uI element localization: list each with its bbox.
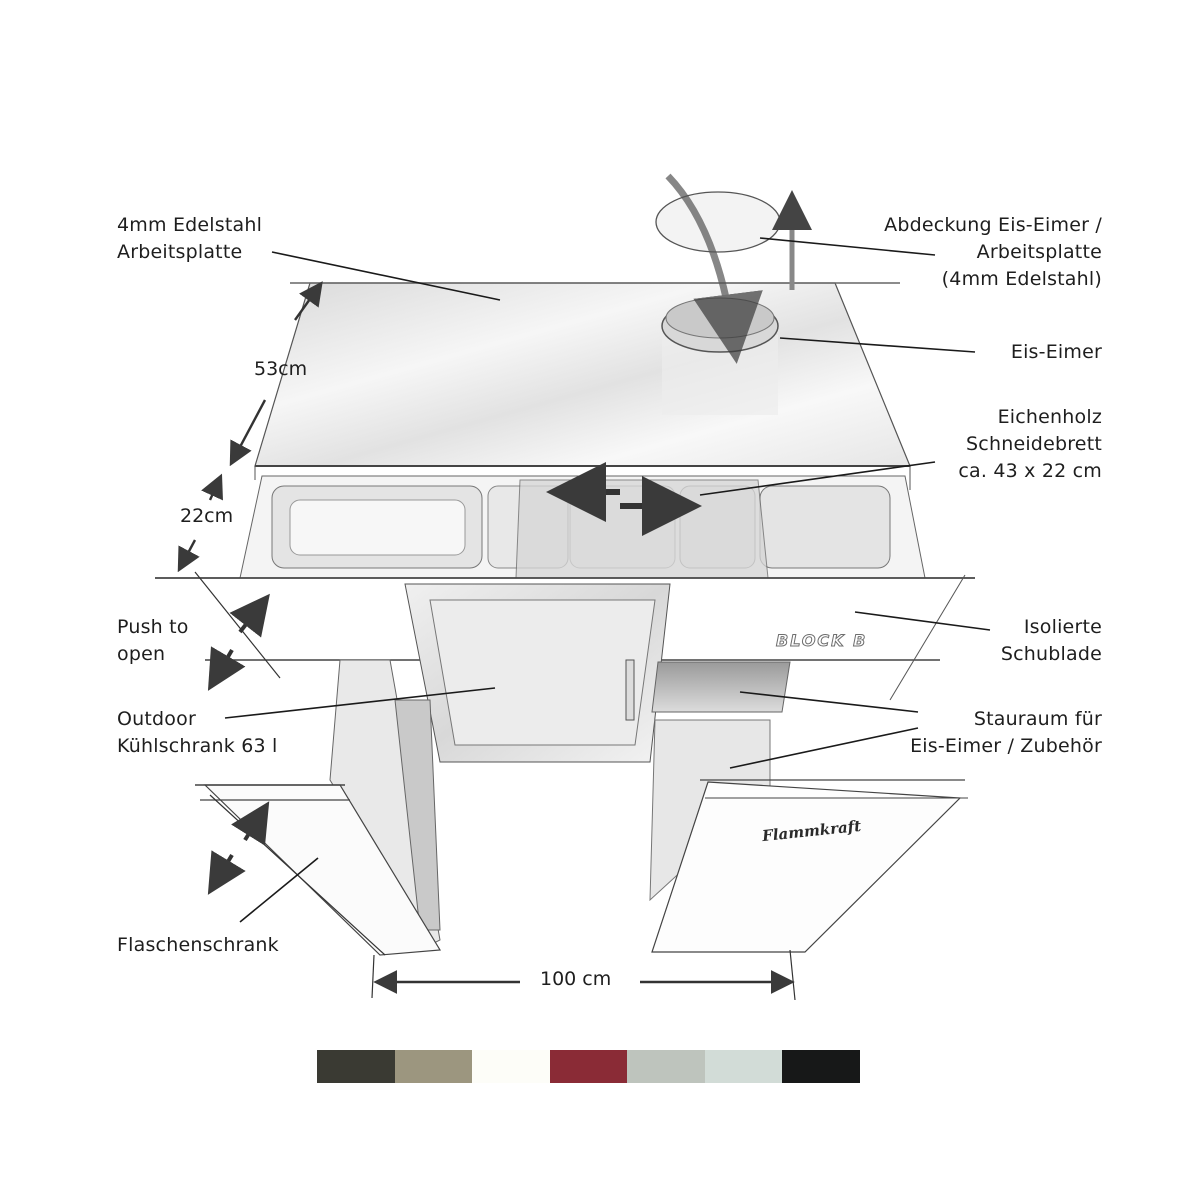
label-line: 4mm Edelstahl xyxy=(117,214,263,236)
label-line: Push to xyxy=(117,616,189,638)
countertop xyxy=(254,282,911,490)
label-countertop: 4mm Edelstahl Arbeitsplatte xyxy=(117,212,262,266)
label-fridge: Outdoor Kühlschrank 63 l xyxy=(117,706,278,760)
label-lid: Abdeckung Eis-Eimer / Arbeitsplatte (4mm… xyxy=(884,212,1102,293)
label-push-to-open: Push to open xyxy=(117,614,189,668)
color-swatch-white[interactable] xyxy=(472,1050,550,1083)
label-bottle-cabinet: Flaschenschrank xyxy=(117,932,279,959)
right-cabinet-door xyxy=(651,779,968,953)
label-line: Arbeitsplatte xyxy=(976,241,1102,263)
label-line: Outdoor xyxy=(117,708,196,730)
color-options xyxy=(317,1050,860,1083)
label-line: Eichenholz xyxy=(997,406,1102,428)
ice-drawer xyxy=(239,462,926,579)
label-line: Stauraum für xyxy=(973,708,1102,730)
color-swatch-wine-red[interactable] xyxy=(549,1050,627,1083)
label-storage: Stauraum für Eis-Eimer / Zubehör xyxy=(910,706,1102,760)
label-line: Eis-Eimer xyxy=(1010,341,1102,363)
label-line: ca. 43 x 22 cm xyxy=(958,460,1102,482)
label-ice-bucket: Eis-Eimer xyxy=(1011,339,1102,366)
label-line: Isolierte xyxy=(1023,616,1102,638)
label-line: (4mm Edelstahl) xyxy=(941,268,1102,290)
block-b-logo: BLOCK B xyxy=(775,631,868,651)
label-cutting-board: Eichenholz Schneidebrett ca. 43 x 22 cm xyxy=(958,404,1102,485)
label-insulated-drawer: Isolierte Schublade xyxy=(1001,614,1102,668)
color-swatch-light-grey[interactable] xyxy=(627,1050,705,1083)
color-swatch-pale-grey[interactable] xyxy=(704,1050,782,1083)
label-line: open xyxy=(117,643,166,665)
color-swatch-anthracite[interactable] xyxy=(317,1050,395,1083)
label-line: Schneidebrett xyxy=(966,433,1102,455)
label-line: Flaschenschrank xyxy=(117,934,279,956)
label-line: Eis-Eimer / Zubehör xyxy=(910,735,1102,757)
label-line: Schublade xyxy=(1000,643,1102,665)
fridge-illustration xyxy=(404,583,671,763)
color-swatch-grey-beige[interactable] xyxy=(394,1050,472,1083)
dimension-depth: 53cm xyxy=(254,358,308,380)
label-line: Arbeitsplatte xyxy=(117,241,243,263)
bottle-cabinet xyxy=(195,659,442,956)
label-line: Kühlschrank 63 l xyxy=(117,735,278,757)
dimension-drawer-height: 22cm xyxy=(180,505,234,527)
leader-lines xyxy=(224,237,991,923)
color-swatch-black[interactable] xyxy=(782,1050,860,1083)
dimension-arrows xyxy=(177,281,796,1001)
dimension-width: 100 cm xyxy=(540,968,612,990)
ice-bucket-illustration xyxy=(655,173,812,415)
label-line: Abdeckung Eis-Eimer / xyxy=(884,214,1102,236)
